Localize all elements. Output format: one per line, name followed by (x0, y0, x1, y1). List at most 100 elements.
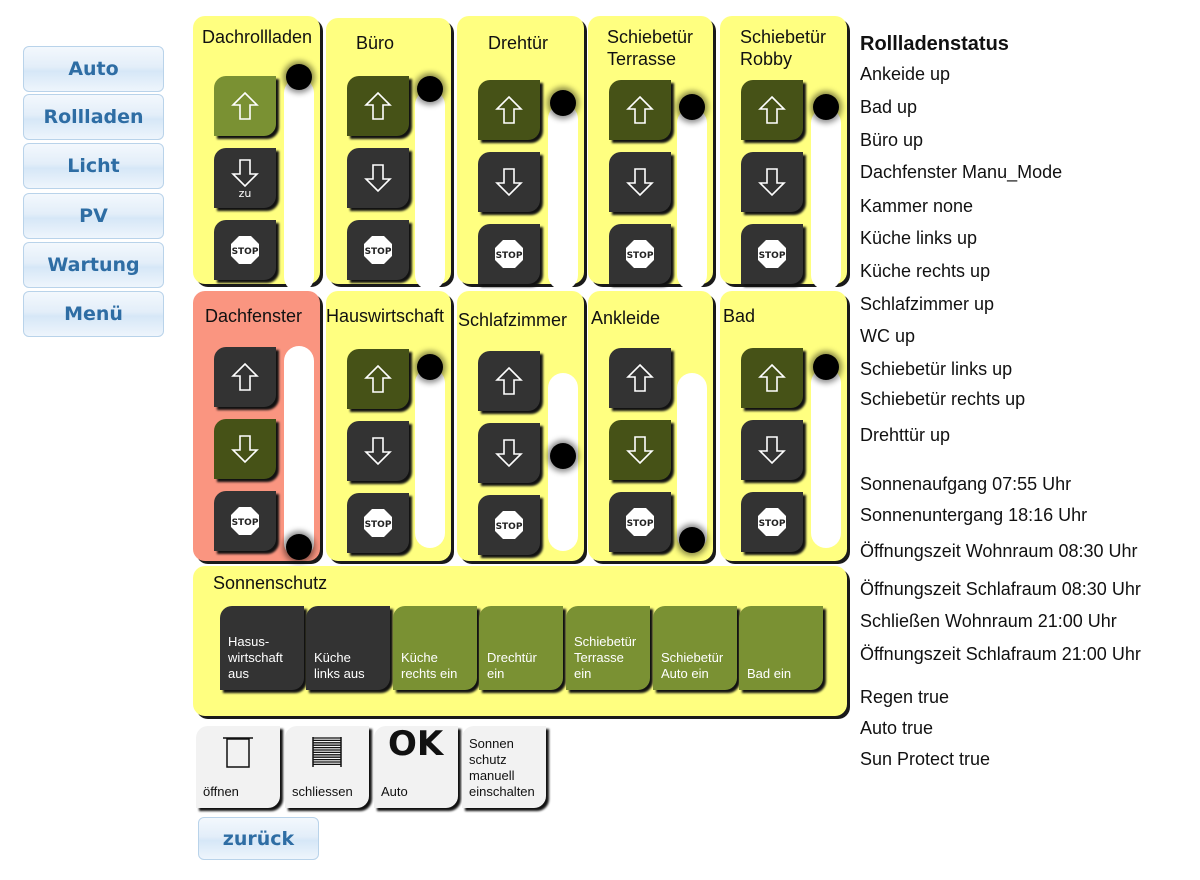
status-line: Sun Protect true (860, 749, 991, 769)
position-slider-knob[interactable] (679, 527, 705, 553)
shutter-title: Büro (356, 33, 395, 53)
status-line: Öffnungszeit Wohnraum 08:30 Uhr (860, 541, 1138, 561)
position-slider-knob[interactable] (286, 64, 312, 90)
position-slider-knob[interactable] (813, 94, 839, 120)
up-button[interactable] (609, 80, 671, 140)
stop-button[interactable]: STOP (214, 491, 276, 551)
down-button[interactable] (478, 152, 540, 212)
up-button[interactable] (478, 351, 540, 411)
status-line: Schlafzimmer up (860, 294, 995, 314)
stop-button[interactable]: STOP (741, 492, 803, 552)
svg-text:STOP: STOP (365, 247, 392, 257)
down-button[interactable] (347, 148, 409, 208)
status-line: Sonnenuntergang 18:16 Uhr (860, 505, 1088, 525)
position-slider-knob[interactable] (813, 354, 839, 380)
down-button[interactable] (741, 420, 803, 480)
nav-wartung-button[interactable]: Wartung (23, 242, 164, 288)
up-button[interactable] (609, 348, 671, 408)
manual-sunprotect-button[interactable]: Sonnen schutz manuell einschalten (462, 726, 546, 808)
open-all-button[interactable]: öffnen (196, 726, 280, 808)
arrow-down-icon (231, 158, 259, 187)
position-slider-track[interactable] (415, 368, 445, 548)
stop-button[interactable]: STOP (609, 492, 671, 552)
down-button[interactable] (741, 152, 803, 212)
stop-button[interactable]: STOP (347, 493, 409, 553)
status-line: Öffnungszeit Schlafraum 21:00 Uhr (860, 644, 1141, 664)
position-slider-knob[interactable] (286, 534, 312, 560)
up-button[interactable] (347, 349, 409, 409)
nav-pv-button[interactable]: PV (23, 193, 164, 239)
nav-auto-button[interactable]: Auto (23, 46, 164, 92)
sunprotect-toggle-button[interactable]: Bad ein (739, 606, 823, 690)
position-slider-knob[interactable] (550, 90, 576, 116)
position-slider-track[interactable] (811, 108, 841, 290)
sunprotect-toggle-label: Schiebetür Terrasse ein (574, 634, 637, 681)
down-button[interactable] (214, 419, 276, 479)
close-all-button[interactable]: schliessen (285, 726, 369, 808)
nav-label: Rollladen (43, 106, 144, 128)
stop-icon: STOP (758, 508, 786, 536)
sunprotect-toggle-button[interactable]: Schiebetür Terrasse ein (566, 606, 650, 690)
stop-button[interactable]: STOP (214, 220, 276, 280)
arrow-down-icon (364, 164, 392, 193)
nav-rollladen-button[interactable]: Rollladen (23, 94, 164, 140)
position-slider-knob[interactable] (679, 94, 705, 120)
shutter-title: Schiebetür Terrasse (607, 27, 694, 69)
down-button[interactable] (609, 152, 671, 212)
position-slider-knob[interactable] (417, 354, 443, 380)
stop-button[interactable]: STOP (609, 224, 671, 284)
position-slider-track[interactable] (811, 368, 841, 548)
svg-text:STOP: STOP (759, 251, 786, 261)
down-button[interactable] (609, 420, 671, 480)
arrow-up-icon (364, 91, 392, 120)
shutter-title: Drehtür (488, 33, 549, 53)
nav-label: Menü (64, 303, 123, 325)
nav-menu-button[interactable]: Menü (23, 291, 164, 337)
position-slider-track[interactable] (548, 104, 578, 290)
shutter-title: Schlafzimmer (458, 310, 568, 330)
sunprotect-toggle-button[interactable]: Küche links aus (306, 606, 390, 690)
arrow-up-icon (495, 95, 523, 124)
sunprotect-toggle-button[interactable]: Hasus- wirtschaft aus (220, 606, 304, 690)
shutter-title: Schiebetür Robby (740, 27, 827, 69)
back-button[interactable]: zurück (198, 817, 319, 860)
stop-button[interactable]: STOP (347, 220, 409, 280)
stop-button[interactable]: STOP (478, 495, 540, 555)
up-button[interactable] (741, 348, 803, 408)
nav-licht-button[interactable]: Licht (23, 143, 164, 189)
up-button[interactable] (347, 76, 409, 136)
back-label: zurück (222, 827, 295, 850)
position-slider-knob[interactable] (550, 443, 576, 469)
nav-label: Licht (67, 155, 120, 177)
status-line: Kammer none (860, 196, 974, 216)
status-line: Schiebetür links up (860, 359, 1013, 379)
up-button[interactable] (741, 80, 803, 140)
arrow-up-icon (231, 362, 259, 391)
auto-mode-button[interactable]: OK Auto (374, 724, 458, 808)
position-slider-track[interactable] (677, 108, 707, 290)
up-button[interactable] (214, 347, 276, 407)
sunprotect-toggle-button[interactable]: Schiebetür Auto ein (653, 606, 737, 690)
up-button[interactable] (214, 76, 276, 136)
position-slider-track[interactable] (284, 346, 314, 558)
up-button[interactable] (478, 80, 540, 140)
shutter-title: Bad (723, 306, 756, 326)
stop-button[interactable]: STOP (478, 224, 540, 284)
position-slider-track[interactable] (415, 90, 445, 290)
position-slider-track[interactable] (677, 373, 707, 551)
down-button[interactable]: zu (214, 148, 276, 208)
down-button[interactable] (347, 421, 409, 481)
position-slider-track[interactable] (284, 78, 314, 292)
stop-button[interactable]: STOP (741, 224, 803, 284)
arrow-down-icon (495, 168, 523, 197)
sunprotect-toggle-button[interactable]: Küche rechts ein (393, 606, 477, 690)
arrow-up-icon (626, 95, 654, 124)
position-slider-knob[interactable] (417, 76, 443, 102)
svg-text:STOP: STOP (759, 519, 786, 529)
shutter-title: Dachrollladen (202, 27, 313, 47)
down-button[interactable] (478, 423, 540, 483)
sunprotect-toggle-button[interactable]: Drechtür ein (479, 606, 563, 690)
